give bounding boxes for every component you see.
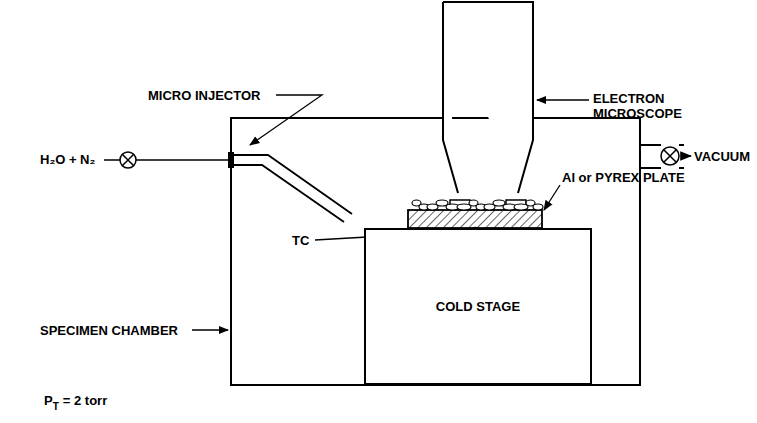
thermocouple-label: TC xyxy=(292,233,309,248)
pressure-label: PT = 2 torr xyxy=(44,393,107,409)
chamber-wall xyxy=(231,118,640,385)
injector-label: MICRO INJECTOR xyxy=(148,88,260,103)
microscope-label: ELECTRON MICROSCOPE xyxy=(593,91,703,121)
plate-label: Al or PYREX PLATE xyxy=(562,170,685,185)
valve xyxy=(661,147,679,165)
specimen-grains xyxy=(412,200,543,210)
microscope-column xyxy=(443,2,533,193)
vacuum-label: VACUUM xyxy=(694,149,750,164)
stage-label: COLD STAGE xyxy=(436,299,520,314)
micro-injector xyxy=(231,155,352,222)
vacuum-pipe xyxy=(640,145,684,168)
cold-stage-box: COLD STAGE xyxy=(364,228,592,385)
gas-label: H₂O + N₂ xyxy=(40,152,95,167)
chamber-label: SPECIMEN CHAMBER xyxy=(40,323,178,338)
pressure-text: P xyxy=(44,393,53,408)
valve xyxy=(120,152,136,168)
subscript: T xyxy=(53,401,59,412)
sample-plate xyxy=(408,210,542,228)
pressure-text: = 2 torr xyxy=(63,393,107,408)
